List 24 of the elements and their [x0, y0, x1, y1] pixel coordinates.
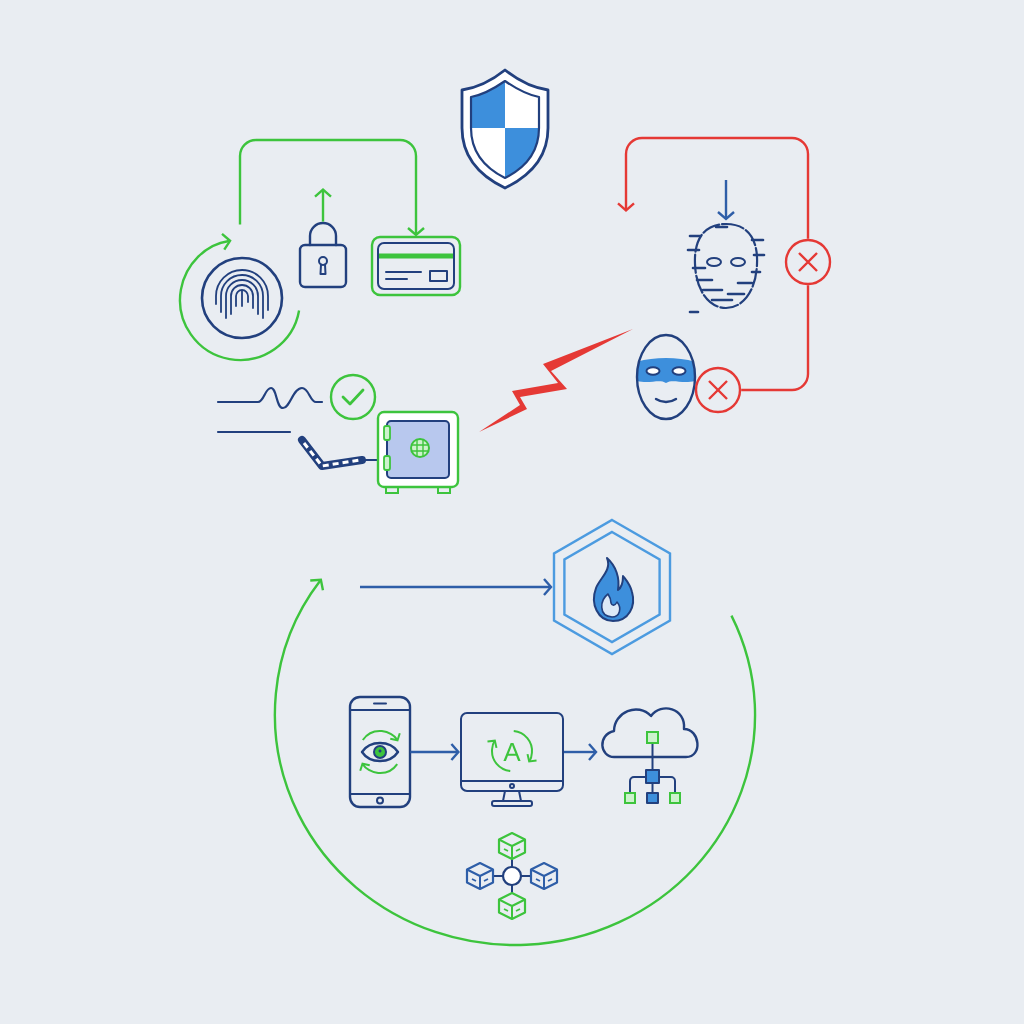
arrow — [717, 180, 735, 221]
arrow — [617, 136, 810, 239]
arrow — [564, 743, 598, 761]
cross-circle-icon — [784, 238, 832, 286]
cross-circle-icon — [694, 366, 742, 414]
glitched-face-icon — [686, 222, 766, 314]
arrow — [238, 138, 425, 237]
arrow — [410, 743, 460, 761]
check-circle-icon — [329, 373, 377, 421]
safe-icon — [376, 410, 460, 494]
arrow — [360, 578, 553, 596]
smartphone-icon — [348, 695, 412, 809]
credit-card-icon — [370, 235, 462, 297]
blockchain-icon — [465, 831, 559, 921]
connector-line — [741, 285, 810, 392]
padlock-icon — [298, 221, 348, 289]
lightning-bolt — [479, 329, 633, 432]
monitor-screen: A — [460, 712, 564, 807]
firewall-icon — [552, 518, 672, 656]
masked-face-icon — [635, 333, 697, 421]
cloud-network-icon — [601, 707, 699, 804]
shield-icon — [460, 68, 550, 190]
arrow — [314, 188, 332, 222]
fingerprint-icon — [178, 232, 301, 362]
